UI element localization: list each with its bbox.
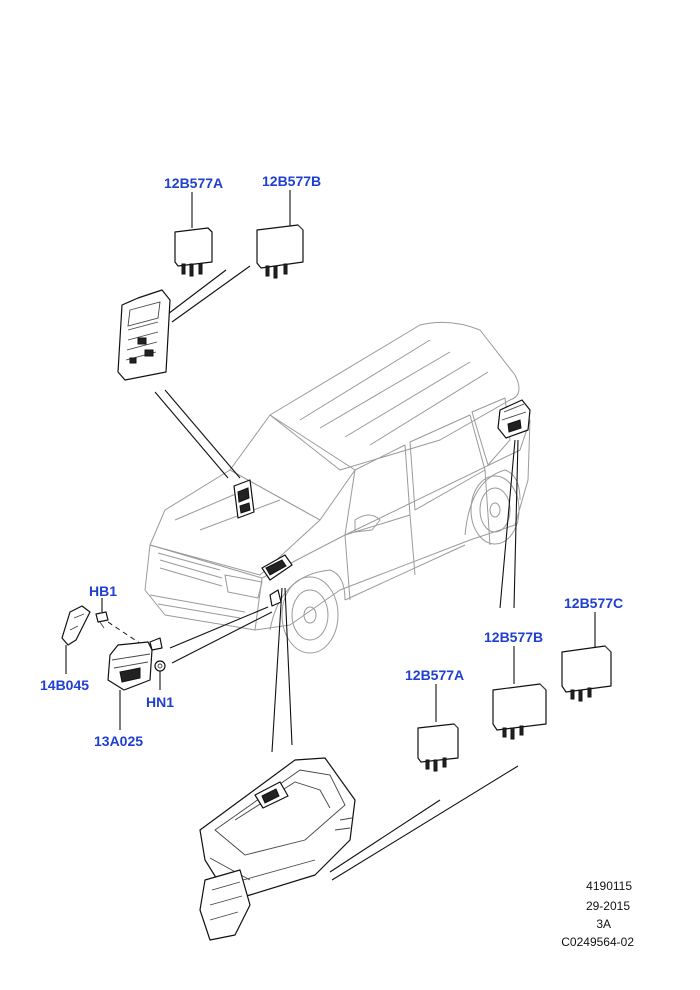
callout-hb1: HB1 [89,583,117,599]
relay-c [561,612,612,702]
bolt-hb1 [95,598,151,651]
fuse-box-top [117,289,171,381]
callout-12b577c: 12B577C [564,595,623,611]
windscreen-fuse-unit [233,479,255,519]
vehicle-outline [144,321,531,654]
callout-12b577a-top: 12B577A [164,175,223,191]
leader-line [284,587,293,746]
ref-line-3: 3A [596,917,611,931]
leader-line [169,606,269,649]
ref-line-4: C0249564-02 [561,935,634,949]
callout-13a025: 13A025 [94,733,143,749]
callout-hn1: HN1 [146,694,174,710]
leader-line [159,269,227,321]
callout-12b577b-bottom: 12B577B [484,629,543,645]
callout-12b577b-top: 12B577B [262,173,321,189]
leader-line [499,439,516,609]
relay-bottom-a [417,684,459,772]
leader-line [329,799,441,873]
reference-block: 4190115 29-2015 3A C0249564-02 [561,879,634,949]
leader-line [171,611,273,664]
ref-line-1: 4190115 [586,879,632,893]
callout-12b577a-bottom: 12B577A [405,667,464,683]
leader-line [513,439,519,609]
leader-line [271,587,283,753]
leader-line [331,765,519,881]
leader-line [171,265,251,323]
callout-14b045: 14B045 [40,677,89,693]
fuse-box-lower [199,757,356,941]
engine-bay-box [261,554,293,607]
relay-top-b [256,190,304,279]
bracket-14b045 [61,605,91,674]
rear-relay-module [497,399,531,439]
leader-line [164,389,241,479]
leader-line [154,391,229,479]
module-13a025 [107,637,163,730]
nut-hn1 [154,660,166,690]
ref-line-2: 29-2015 [586,899,630,913]
relay-top-a [174,192,213,277]
relay-bottom-b [492,646,547,740]
